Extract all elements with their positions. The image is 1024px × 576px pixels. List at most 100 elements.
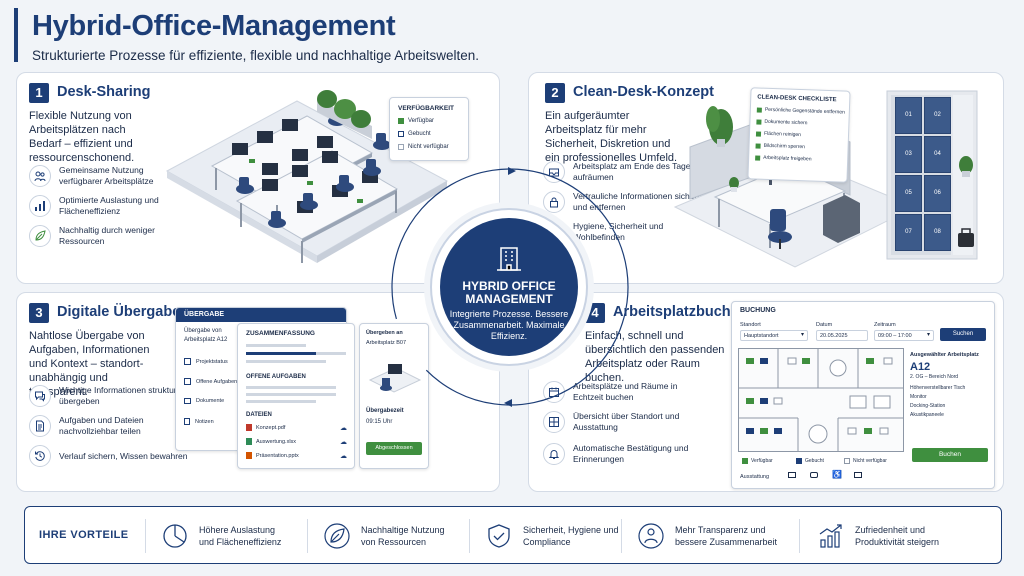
nav-item[interactable]: Dokumente [184, 398, 224, 404]
benefit-item: Höhere Auslastung und Flächeneffizienz [159, 517, 283, 555]
shield-check-icon [483, 520, 515, 552]
section-description: Einfach, schnell und übersichtlich den p… [585, 330, 725, 384]
file-item[interactable]: Konzept.pdf [246, 424, 285, 431]
connector-arcs [391, 167, 629, 407]
cloud-download-icon[interactable]: ☁ [340, 439, 347, 446]
booking-legend-item: Gebucht [796, 458, 824, 464]
hybrid-office-hub: HYBRID OFFICE MANAGEMENT Integrierte Pro… [430, 208, 588, 366]
section-description: Flexible Nutzung von Arbeitsplätzen nach… [29, 110, 135, 164]
cloud-download-icon[interactable]: ☁ [340, 453, 347, 460]
chevron-down-icon: ▾ [926, 332, 930, 338]
equipment-item: Monitor [910, 394, 927, 400]
checklist-item: Arbeitsplatz freigeben [755, 154, 812, 162]
lock-icon [543, 191, 565, 213]
book-button[interactable]: Buchen [912, 448, 988, 462]
benefits-bar: IHRE VORTEILE Höhere Auslastung und Fläc… [24, 506, 1002, 564]
summary-progress [246, 352, 316, 355]
cloud-download-icon[interactable]: ☁ [340, 425, 347, 432]
benefit-item: Mehr Transparenz und bessere Zusammenarb… [635, 517, 793, 555]
time-label: Zeitraum [874, 322, 896, 328]
feature-text: Übersicht über Standort und Ausstattung [573, 411, 680, 432]
booking-legend-item: Verfügbar [742, 458, 773, 464]
benefits-title: IHRE VORTEILE [39, 529, 129, 541]
equipment-item: Akustikpaneele [910, 412, 944, 418]
growth-chart-icon [815, 520, 847, 552]
section-title: Clean-Desk-Konzept [573, 84, 714, 100]
panel-digital-handover: 3 Digitale Übergabe Nahtlose Übergabe vo… [16, 292, 500, 492]
bar-chart-icon [29, 195, 51, 217]
divider [469, 519, 470, 553]
unavailable-swatch [844, 458, 850, 464]
nav-item[interactable]: Offene Aufgaben [184, 378, 237, 385]
open-office-illustration [165, 90, 449, 263]
pie-chart-icon [159, 520, 191, 552]
nav-item[interactable]: Projektstatus [184, 358, 228, 365]
feature-item: Wichtige Informationen strukturiert über… [29, 385, 189, 407]
feature-item: Vertrauliche Informationen sichern und e… [543, 191, 703, 213]
feature-text: Gemeinsame Nutzung verfügbarer Arbeitspl… [59, 165, 154, 186]
time-select[interactable]: 09:00 – 17:00 ▾ [874, 330, 934, 341]
from-place: Arbeitsplatz A12 [184, 337, 228, 343]
files-title: DATEIEN [246, 412, 272, 418]
equipment-item: Höhenverstellbarer Tisch [910, 385, 966, 391]
section-title: Arbeitsplatzbuchung [613, 304, 758, 320]
feature-text: Optimierte Auslastung und Flächeneffizie… [59, 195, 159, 216]
time-value: 09:15 Uhr [366, 419, 393, 425]
search-button[interactable]: Suchen [940, 328, 986, 341]
feature-item: Verlauf sichern, Wissen bewahren [29, 445, 189, 467]
equipment-item: Docking-Station [910, 403, 946, 409]
feature-text: Automatische Bestätigung und Erinnerunge… [573, 443, 689, 464]
locker-door: 02 [924, 97, 951, 134]
nav-item[interactable]: Notizen [184, 418, 214, 425]
benefit-text: Zufriedenheit und Produktivität steigern [855, 525, 940, 547]
calendar-icon [543, 381, 565, 403]
file-item[interactable]: Auswertung.xlsx [246, 438, 296, 445]
to-label: Übergeben an [366, 330, 403, 336]
leaf-icon [29, 225, 51, 247]
note-icon [184, 418, 190, 425]
feature-text: Arbeitsplatz am Ende des Tages aufräumen [573, 161, 695, 182]
checklist-item: Bildschirm sperren [755, 142, 805, 150]
floor-plan[interactable] [738, 348, 904, 452]
booked-swatch [796, 458, 802, 464]
page-subtitle: Strukturierte Prozesse für effiziente, f… [32, 48, 479, 63]
section-number: 3 [29, 303, 49, 323]
checkbox-icon [184, 378, 191, 385]
document-icon [29, 415, 51, 437]
section-title: Desk-Sharing [57, 84, 151, 100]
location-select[interactable]: Hauptstandort ▾ [740, 330, 808, 341]
accessibility-icon: ♿ [832, 470, 842, 479]
leaf-icon [321, 520, 353, 552]
feature-item: Arbeitsplatz am Ende des Tages aufräumen [543, 161, 703, 183]
section-number: 2 [545, 83, 565, 103]
locker-plant-and-bag-illustration [958, 156, 974, 247]
hub-inner: HYBRID OFFICE MANAGEMENT Integrierte Pro… [440, 218, 578, 356]
feature-item: Arbeitsplätze und Räume in Echtzeit buch… [543, 381, 703, 403]
panel-booking: 4 Arbeitsplatzbuchung Einfach, schnell u… [528, 292, 1004, 492]
selected-id: A12 [910, 361, 931, 373]
locker-door: 08 [924, 214, 951, 251]
selected-area: 2. OG – Bereich Nord [910, 374, 959, 380]
benefit-item: Zufriedenheit und Produktivität steigern [815, 517, 951, 555]
date-field[interactable]: 20.05.2025 [816, 330, 868, 341]
locker-door: 07 [895, 214, 922, 251]
handover-target-card: Übergeben an Arbeitsplatz B07 Übergabeze… [359, 323, 429, 469]
hub-title: HYBRID OFFICE MANAGEMENT [462, 279, 556, 306]
checklist-item: Flächen reinigen [755, 131, 801, 138]
locker-door: 06 [924, 175, 951, 212]
legend-item: Verfügbar [398, 118, 434, 124]
people-icon [29, 165, 51, 187]
available-swatch [742, 458, 748, 464]
checklist-title: CLEAN-DESK CHECKLISTE [757, 94, 837, 104]
file-item[interactable]: Präsentation.pptx [246, 452, 299, 459]
header-accent-bar [14, 8, 18, 62]
to-place: Arbeitsplatz B07 [366, 340, 407, 346]
building-icon [497, 247, 521, 271]
completed-button[interactable]: Abgeschlossen [366, 442, 422, 455]
chat-icon [29, 385, 51, 407]
feature-text: Nachhaltig durch weniger Ressourcen [59, 225, 155, 246]
locker-grid: 01 02 03 04 05 06 07 08 [895, 97, 951, 253]
panel-desk-sharing: 1 Desk-Sharing Flexible Nutzung von Arbe… [16, 72, 500, 284]
section-number: 4 [585, 303, 605, 323]
selected-workplace-panel: Ausgewählter Arbeitsplatz A12 2. OG – Be… [910, 352, 990, 456]
